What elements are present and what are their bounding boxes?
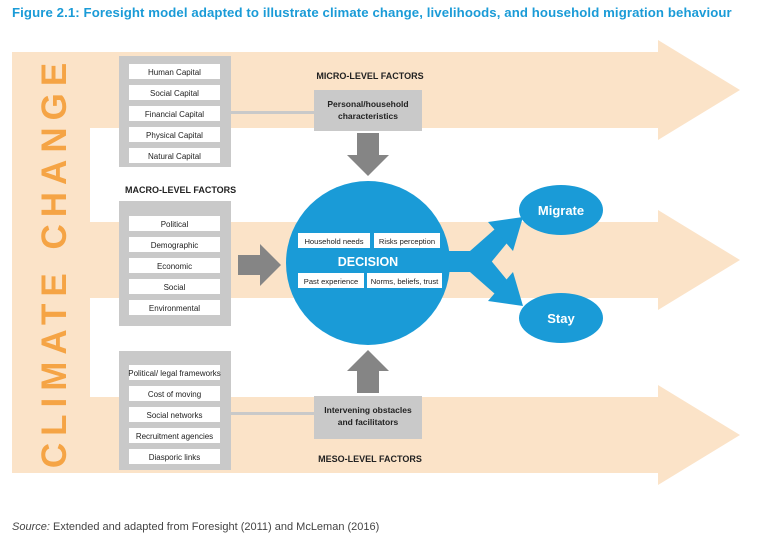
decision-factor-label: Risks perception [379, 237, 435, 246]
meso-item-box [129, 365, 220, 380]
macro-item-box [129, 216, 220, 231]
meso-item-label: Diasporic links [149, 453, 201, 462]
down-arrow-icon [347, 133, 389, 176]
macro-item-box [129, 258, 220, 273]
macro-heading: MACRO-LEVEL FACTORS [125, 185, 236, 195]
meso-item-label: Recruitment agencies [136, 432, 213, 441]
source-label: Source: [12, 521, 50, 533]
macro-item-box [129, 279, 220, 294]
meso-item-label: Cost of moving [148, 390, 201, 399]
stay-ellipse [519, 293, 603, 343]
decision-circle [286, 181, 450, 345]
source-note: Source: Extended and adapted from Foresi… [12, 521, 379, 533]
migrate-label: Migrate [538, 203, 584, 218]
meso-item-label: Social networks [146, 411, 202, 420]
macro-item-box [129, 300, 220, 315]
decision-factor-box [374, 233, 440, 248]
macro-item-label: Economic [157, 262, 192, 271]
intervening-obstacles-line1: Intervening obstacles [324, 405, 412, 415]
meso-item-label: Political/ legal frameworks [128, 369, 220, 378]
fork-arrows [440, 217, 523, 306]
decision-factor-box [298, 273, 364, 288]
micro-connector [231, 111, 315, 114]
personal-household-box [314, 90, 422, 131]
micro-item-box [129, 64, 220, 79]
migrate-ellipse [519, 185, 603, 235]
macro-item-label: Political [161, 220, 189, 229]
intervening-obstacles-box [314, 396, 422, 439]
personal-household-line1: Personal/household [327, 99, 408, 109]
fork-lower-arrowhead-icon [488, 272, 523, 306]
climate-change-label: CLIMATE CHANGE [35, 56, 74, 468]
micro-item-label: Natural Capital [148, 152, 201, 161]
macro-item-label: Social [164, 283, 186, 292]
micro-item-box [129, 127, 220, 142]
micro-item-label: Physical Capital [146, 131, 203, 140]
decision-factor-box [367, 273, 442, 288]
meso-item-box [129, 386, 220, 401]
decision-label: DECISION [338, 255, 398, 269]
grey-arrows [238, 133, 389, 393]
fork-stem [440, 251, 480, 272]
macro-item-label: Environmental [149, 304, 200, 313]
meso-connector [231, 412, 315, 415]
left-vertical-band [12, 52, 90, 473]
meso-heading: MESO-LEVEL FACTORS [318, 454, 422, 464]
meso-item-box [129, 449, 220, 464]
up-arrow-icon [347, 350, 389, 393]
decision-factor-label: Past experience [304, 277, 358, 286]
intervening-obstacles-line2: and facilitators [338, 417, 399, 427]
micro-item-label: Social Capital [150, 89, 199, 98]
meso-item-box [129, 428, 220, 443]
macro-items: PoliticalDemographicEconomicSocialEnviro… [129, 216, 220, 315]
figure-title: Figure 2.1: Foresight model adapted to i… [12, 5, 732, 20]
decision-factor-label: Norms, beliefs, trust [371, 277, 439, 286]
micro-item-label: Financial Capital [145, 110, 204, 119]
micro-item-box [129, 106, 220, 121]
stay-label: Stay [547, 311, 575, 326]
meso-item-box [129, 407, 220, 422]
macro-item-label: Demographic [151, 241, 199, 250]
source-text: Extended and adapted from Foresight (201… [49, 521, 380, 533]
decision-factor-box [298, 233, 370, 248]
fork-lower-branch [470, 252, 507, 294]
micro-item-box [129, 148, 220, 163]
personal-household-line2: characteristics [338, 111, 398, 121]
macro-item-box [129, 237, 220, 252]
micro-item-label: Human Capital [148, 68, 201, 77]
micro-item-box [129, 85, 220, 100]
decision-factor-label: Household needs [304, 237, 363, 246]
micro-heading: MICRO-LEVEL FACTORS [316, 71, 423, 81]
right-arrow-icon [238, 244, 281, 286]
fork-upper-arrowhead-icon [488, 217, 523, 251]
